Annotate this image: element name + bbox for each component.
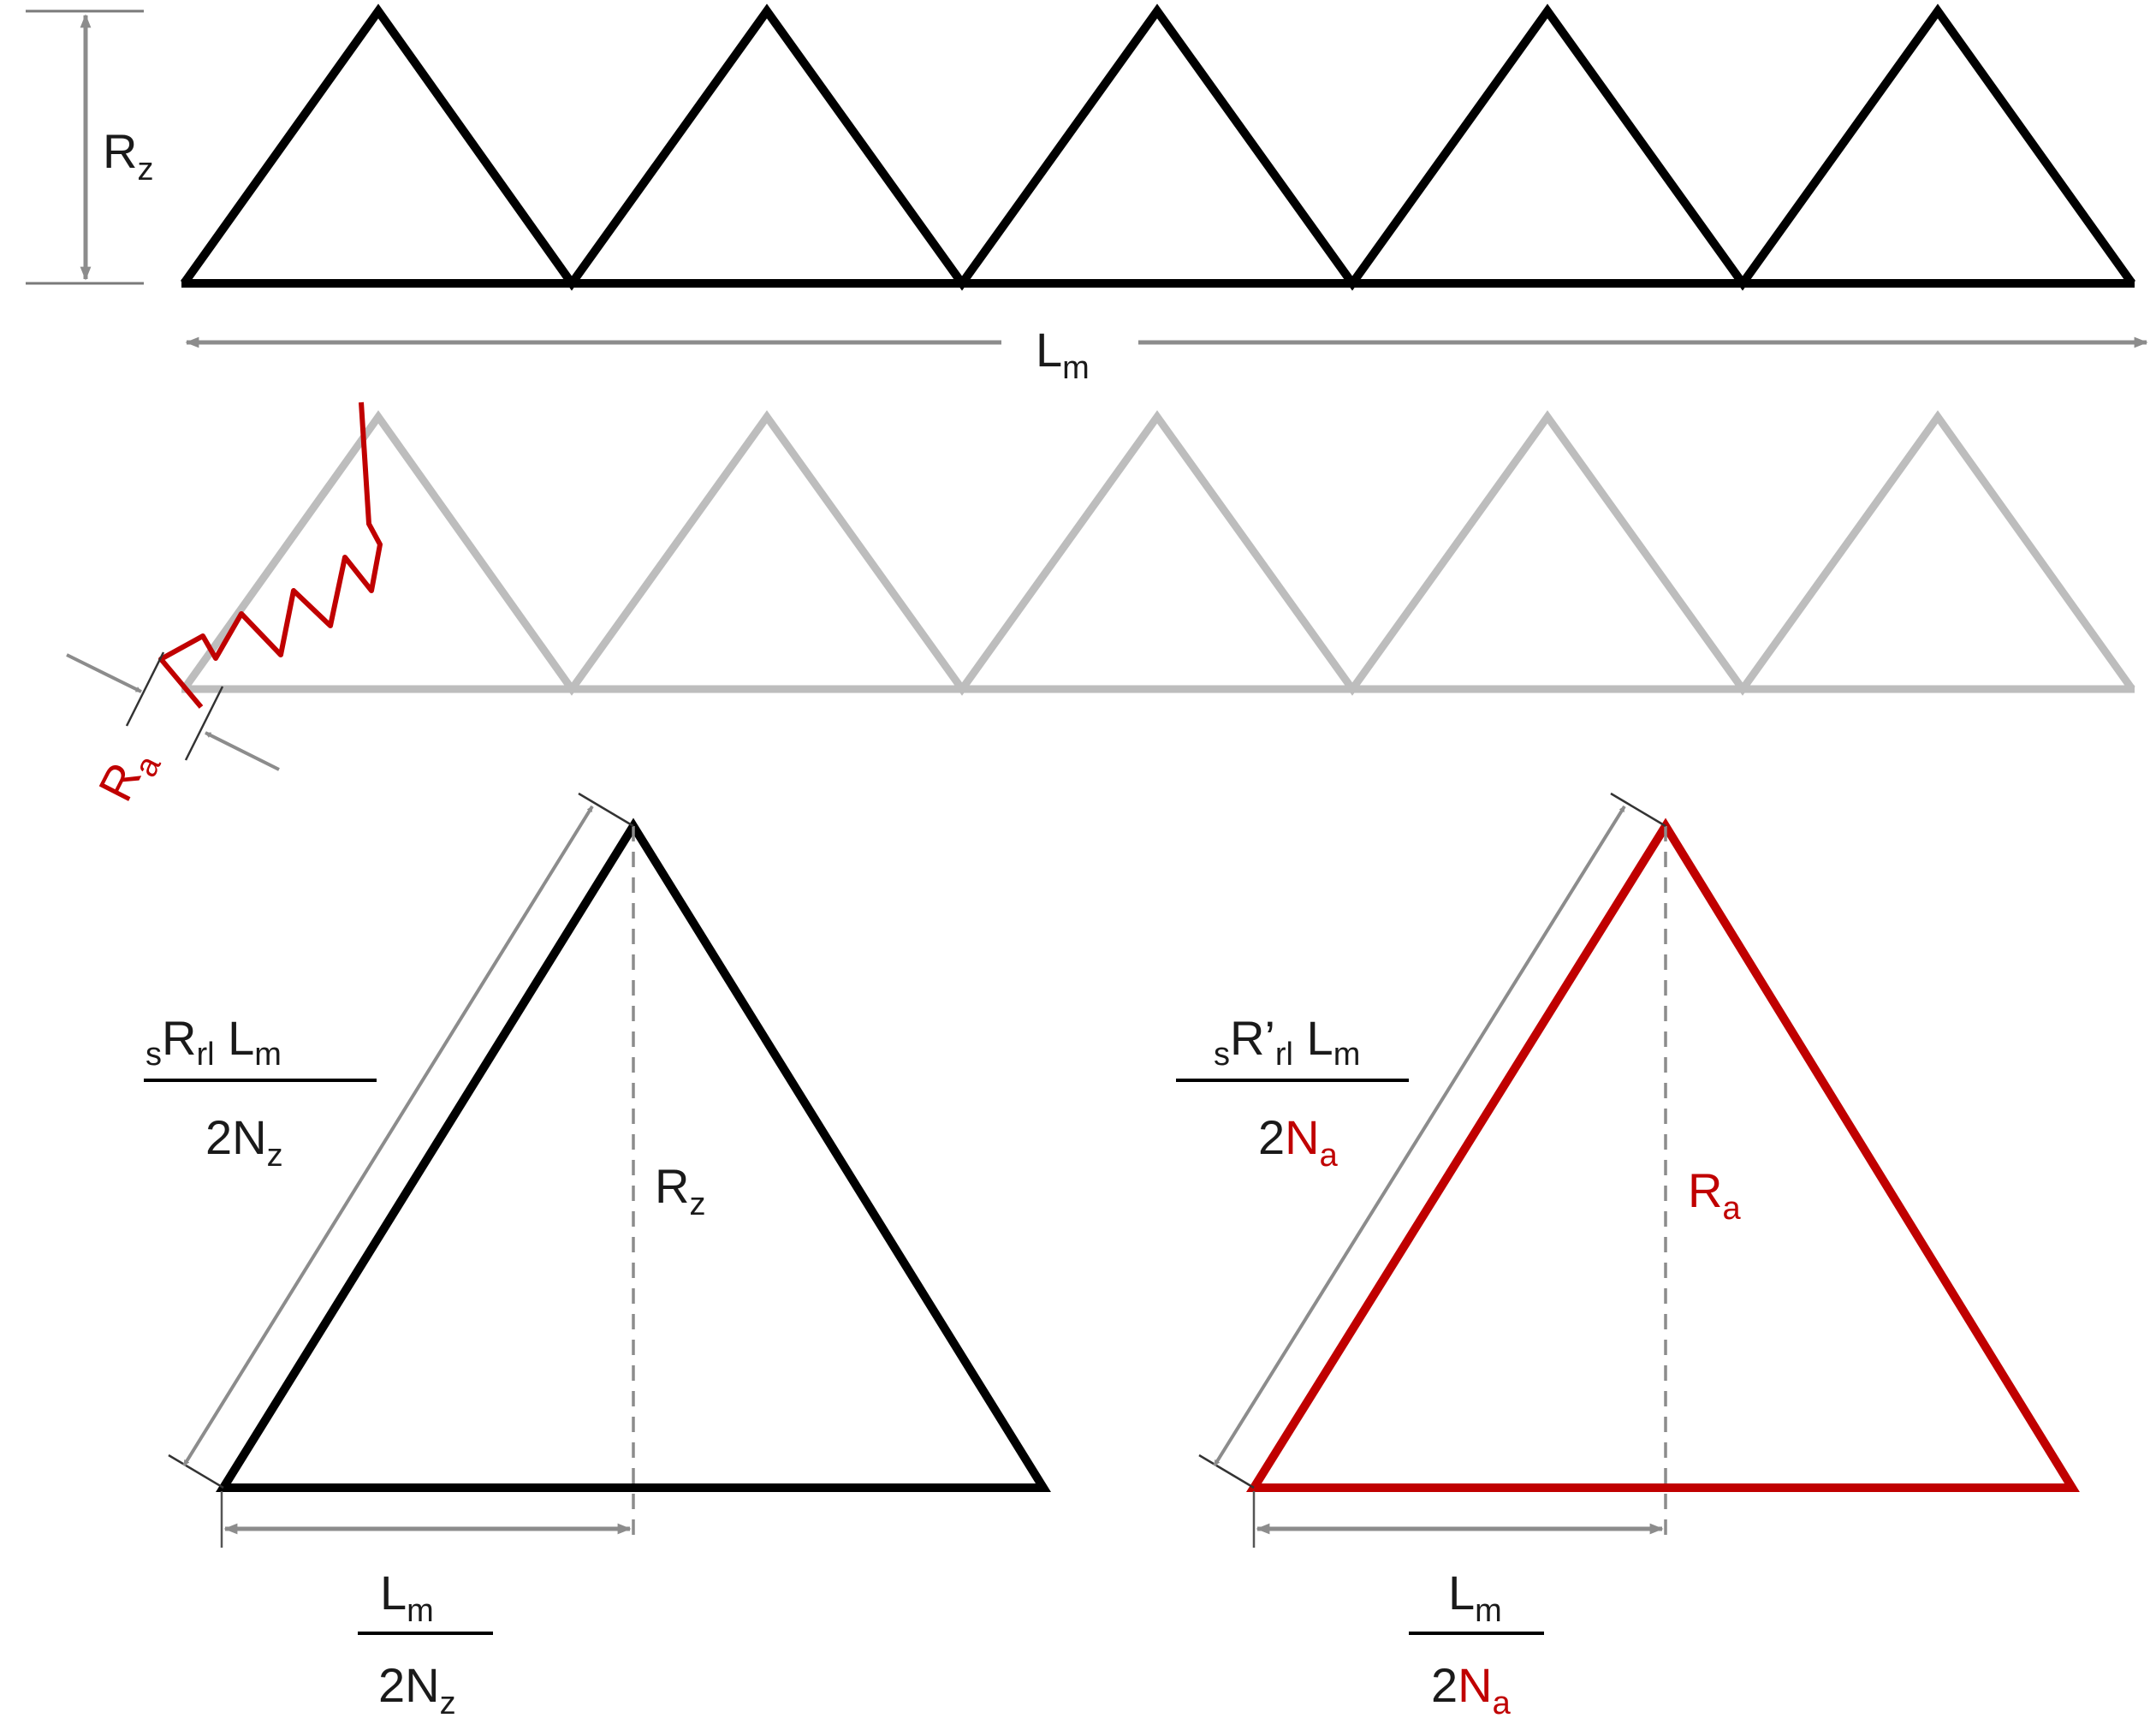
right-base-numerator: Lm [1448, 1566, 1502, 1629]
left-slant-extension-top [578, 792, 634, 828]
middle-sawtooth-profile-faded [181, 410, 2135, 696]
ra-extension-line-1 [125, 651, 165, 727]
left-slant-numerator: sRrl Lm [146, 1011, 282, 1073]
right-triangle [1245, 817, 2080, 1492]
middle-profile: Ra [66, 401, 2135, 813]
right-slant-arrow [1213, 805, 1626, 1467]
top-height-label: Rz [103, 124, 153, 187]
left-base-numerator: Lm [380, 1566, 434, 1629]
right-triangle-group: sR’rl Lm 2Na Ra Lm 2Na [1176, 792, 2080, 1718]
ra-arrow-left [66, 653, 142, 693]
right-height-label: Ra [1688, 1163, 1741, 1227]
right-base-denominator: 2Na [1431, 1658, 1512, 1718]
left-base-denominator: 2Nz [378, 1658, 456, 1718]
top-profile: Rz Lm [26, 3, 2148, 386]
red-roughness-zigzag [158, 401, 383, 709]
left-triangle-group: sRrl Lm 2Nz Rz Lm 2Nz [144, 792, 1051, 1718]
ra-arrow-right [205, 731, 280, 771]
left-slant-extension-bottom [168, 1453, 224, 1489]
left-slant-denominator: 2Nz [205, 1110, 283, 1174]
left-slant-arrow [182, 805, 594, 1467]
right-slant-extension-top [1610, 792, 1666, 828]
right-slant-extension-bottom [1198, 1453, 1255, 1489]
left-triangle [216, 817, 1051, 1492]
top-sawtooth-profile [180, 3, 2136, 291]
roughness-label: Ra [88, 737, 169, 813]
top-length-label: Lm [1036, 323, 1090, 386]
ra-extension-line-2 [184, 686, 224, 761]
left-height-label: Rz [655, 1159, 705, 1222]
right-slant-numerator: sR’rl Lm [1214, 1011, 1360, 1073]
right-slant-denominator: 2Na [1258, 1110, 1339, 1174]
